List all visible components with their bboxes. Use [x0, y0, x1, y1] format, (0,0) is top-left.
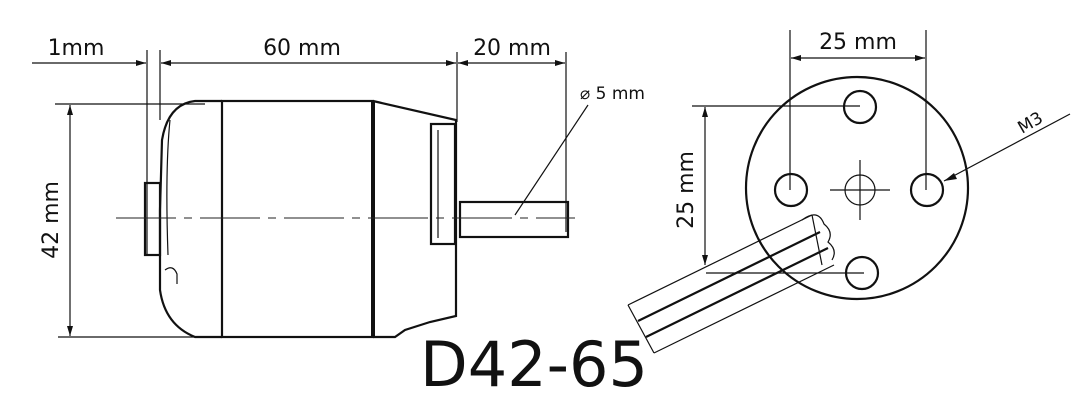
front-stub	[143, 181, 162, 257]
hole-spacing-h-label: 25 mm	[819, 30, 897, 55]
front-bell	[158, 99, 222, 339]
front-bell-edge	[166, 119, 171, 256]
mount-plate	[744, 75, 970, 301]
side-view: 1mm 60 mm 20 mm ⌀ 5 mm 42 mm	[32, 36, 645, 339]
flange-dimension-label: 1mm	[48, 36, 105, 61]
mount-hole	[842, 89, 878, 125]
thread-leader	[943, 113, 1071, 182]
front-bell-notch	[164, 267, 178, 284]
thread-label: M3	[1015, 108, 1047, 138]
hole-spacing-v-label: 25 mm	[674, 151, 699, 229]
cable-bundle	[627, 214, 835, 354]
thread-leader-arrow	[944, 173, 957, 181]
model-label: D42-65	[420, 328, 648, 401]
front-view: 25 mm 25 mm M3	[627, 30, 1071, 354]
mount-hole	[909, 172, 945, 208]
shaft-diameter-label: ⌀ 5 mm	[580, 84, 645, 104]
shaft	[458, 200, 570, 239]
shaft-length-dimension-label: 20 mm	[473, 36, 551, 61]
mount-hole	[773, 172, 809, 208]
rear-plate	[429, 122, 457, 246]
motor-can	[220, 99, 375, 339]
shaft-diameter-leader	[514, 104, 589, 216]
diameter-dimension-label: 42 mm	[39, 181, 64, 259]
body-length-dimension-label: 60 mm	[263, 36, 341, 61]
rear-housing	[372, 99, 458, 339]
mount-hole	[844, 255, 880, 291]
